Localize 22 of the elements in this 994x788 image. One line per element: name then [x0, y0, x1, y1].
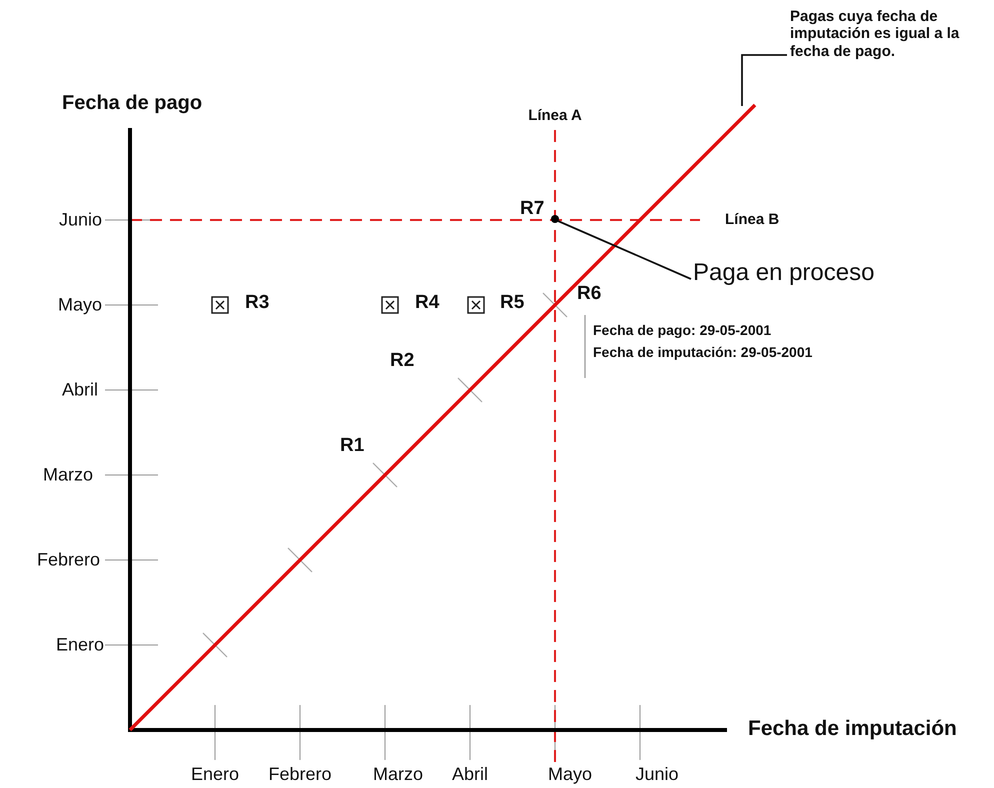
region-label: R3: [245, 292, 270, 314]
axis-label: Mayo: [58, 294, 102, 316]
region-label: R4: [415, 292, 440, 314]
axis-label: Abril: [62, 380, 98, 400]
region-label: R1: [340, 435, 364, 457]
axis-label: Marzo: [42, 464, 93, 486]
axis-title: Fecha de imputación: [748, 717, 957, 742]
region-label: R6: [577, 283, 602, 305]
axis-label: Febrero: [36, 550, 100, 570]
axis-label: Enero: [56, 634, 104, 656]
annotation-text: Fecha de pago: 29-05-2001: [593, 322, 772, 338]
region-label: R5: [500, 292, 524, 314]
point-label: R7: [520, 198, 544, 220]
region-label: R2: [390, 350, 414, 372]
annotation-text: Fecha de imputación: 29-05-2001: [593, 344, 812, 360]
leader-line: [558, 220, 692, 280]
line-label: Línea B: [725, 211, 780, 228]
axis-title: Fecha de pago: [62, 92, 202, 115]
leader-line: [741, 54, 787, 106]
callout-text: Paga en proceso: [693, 259, 874, 287]
callout-text: Pagas cuya fecha de imputación es igual a la fecha de pago.: [790, 8, 965, 60]
axis-label: Junio: [58, 210, 102, 230]
